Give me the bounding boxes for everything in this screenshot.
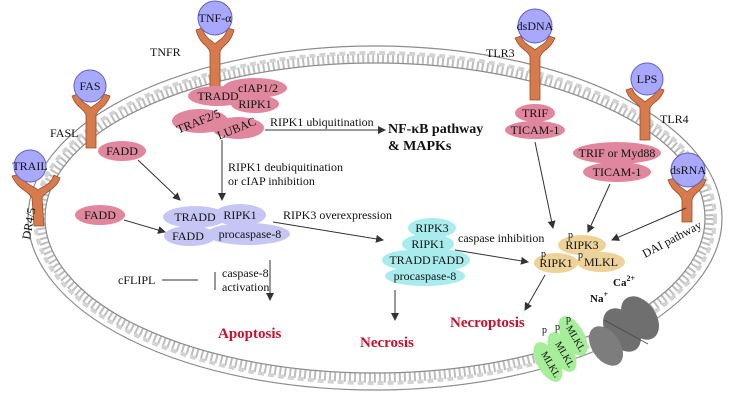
necrosis-outcome: Necrosis (360, 335, 414, 351)
lps-ligand-icon (630, 62, 664, 96)
svg-text:p: p (578, 250, 583, 261)
tnfr-label: TNFR (150, 45, 181, 59)
svg-text:p: p (542, 325, 547, 336)
tnf-ciap: cIAP1/2 (238, 81, 278, 95)
tnfr-receptor: TNF-α (195, 0, 235, 89)
svg-text:RIPK3: RIPK3 (565, 238, 598, 252)
dsrna-ligand-label: dsRNA (670, 163, 706, 177)
svg-text:RIPK1: RIPK1 (223, 208, 256, 222)
nfkb-pathway-label: NF-κB pathway (388, 122, 483, 137)
necroptosis-outcome: Necroptosis (450, 315, 525, 331)
deubiquitination-label: RIPK1 deubiquitination (228, 160, 343, 174)
tlr4-receptor: LPS (625, 62, 665, 141)
tnf-ligand-label: TNF-α (199, 11, 233, 25)
tnf-ripk1: RIPK1 (238, 97, 271, 111)
trif-complex: TRIF TICAM-1 (505, 104, 565, 139)
tlr3-receptor: dsDNA (514, 8, 556, 101)
activation-label: activation (222, 280, 269, 294)
apoptotic-complex: TRADD RIPK1 FADD procaspase-8 (163, 204, 290, 246)
svg-text:p: p (568, 230, 573, 241)
svg-text:TICAM-1: TICAM-1 (593, 165, 642, 179)
svg-text:TICAM-1: TICAM-1 (511, 123, 560, 137)
tnf-complex: TRADD cIAP1/2 RIPK1 TRAF2/5 LUBAC (172, 78, 287, 142)
svg-text:FADD: FADD (432, 253, 464, 267)
svg-text:MLKL: MLKL (584, 255, 618, 269)
dsdna-ligand-label: dsDNA (517, 19, 554, 33)
fadd-fas: FADD (98, 141, 146, 161)
trail-ligand-label: TRAIL (12, 159, 47, 173)
caspase8-label: caspase-8 (222, 266, 269, 280)
mapks-label: & MAPKs (388, 139, 452, 154)
fadd-trail: FADD (75, 205, 125, 225)
tnf-tradd: TRADD (197, 89, 239, 103)
svg-text:procaspase-8: procaspase-8 (219, 227, 282, 241)
fasl-label: FASL (50, 126, 78, 140)
caspase-inhibition-label: caspase inhibition (458, 231, 544, 245)
ciap-inhibition-label: or cIAP inhibition (228, 174, 315, 188)
svg-text:RIPK1: RIPK1 (539, 256, 572, 270)
necrosome-complex: RIPK3 RIPK1 TRADD FADD procaspase-8 (382, 218, 470, 286)
fas-ligand-label: FAS (79, 79, 100, 93)
mlkl-pores: MLKL MLKL MLKL p p p (533, 314, 588, 382)
apoptosis-outcome: Apoptosis (218, 326, 282, 342)
svg-text:TRADD: TRADD (389, 253, 431, 267)
ca-ion-label: Ca2+ (613, 274, 635, 289)
svg-text:FADD: FADD (172, 229, 204, 243)
svg-text:TRADD: TRADD (174, 210, 216, 224)
svg-text:p: p (555, 322, 560, 333)
svg-text:p: p (566, 314, 571, 325)
svg-text:TRIF: TRIF (522, 106, 548, 120)
trif-myd88-complex: TRIF or Myd88 TICAM-1 (573, 142, 661, 182)
arrows (123, 126, 687, 321)
svg-text:FADD: FADD (84, 208, 116, 222)
ripk1-ubiquitination-label: RIPK1 ubiquitination (270, 115, 374, 129)
tlr4-label: TLR4 (660, 112, 689, 126)
ripk3-overexpression-label: RIPK3 overexpression (283, 208, 392, 222)
svg-text:TRIF or Myd88: TRIF or Myd88 (579, 146, 656, 160)
cflipl-label: cFLIPL (118, 273, 155, 287)
svg-text:RIPK3: RIPK3 (415, 221, 448, 235)
tnf-ligand-icon (197, 0, 233, 36)
svg-text:p: p (541, 249, 546, 260)
svg-text:procaspase-8: procaspase-8 (394, 269, 457, 283)
dai-receptor: dsRNA (667, 152, 707, 223)
na-ion-label: Na+ (590, 290, 608, 305)
dsdna-ligand-icon (517, 8, 553, 44)
ion-channel (588, 296, 660, 366)
dsrna-ligand-icon (670, 152, 706, 188)
trail-ligand-icon (13, 149, 47, 183)
fas-receptor: FAS (71, 69, 111, 149)
fas-ligand-icon (73, 69, 107, 103)
trail-receptor: TRAIL (11, 149, 61, 227)
svg-text:FADD: FADD (106, 144, 138, 158)
necroptosome-complex: RIPK3 RIPK1 MLKL p p p (534, 230, 625, 273)
tlr3-label: TLR3 (486, 46, 515, 60)
dr45-label: DR4/5 (19, 207, 38, 241)
svg-text:RIPK1: RIPK1 (411, 237, 444, 251)
lps-ligand-label: LPS (637, 72, 658, 86)
